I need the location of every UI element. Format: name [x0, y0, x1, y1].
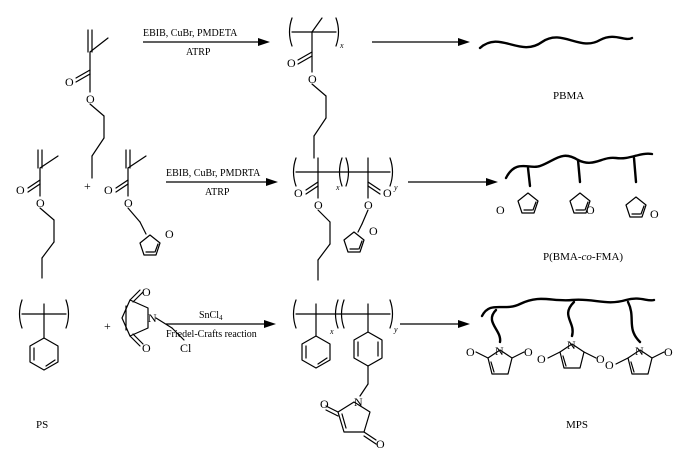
atom-o-furan-p2: O — [369, 224, 378, 238]
atom-o-ester-p2b: O — [364, 198, 373, 212]
pbma-chain — [478, 35, 634, 50]
atom-n-mps-c1: N — [495, 344, 504, 358]
atom-o-carbonyl-p2b: O — [383, 186, 392, 200]
subscript-x-3: x — [329, 327, 334, 336]
atom-cl: Cl — [180, 341, 192, 355]
atom-o-ester-p2a: O — [314, 198, 323, 212]
atom-o-furan-c1: O — [496, 203, 505, 217]
arrow-reaction-1 — [143, 38, 270, 46]
atom-o-maleimide-bottom: O — [142, 341, 151, 355]
plus-sign-3: + — [104, 319, 111, 333]
atom-o-ester-1: O — [86, 92, 95, 106]
atom-o-ester-p1: O — [308, 72, 317, 86]
fma-monomer — [115, 149, 161, 256]
atom-o-mps-a: O — [320, 397, 329, 411]
conditions-below-3: Friedel-Crafts reaction — [166, 329, 257, 340]
atom-n-mps-c2: N — [567, 338, 576, 352]
bma-monomer-2 — [27, 149, 59, 279]
conditions-below-2: ATRP — [205, 187, 230, 198]
subscript-y-3: y — [393, 325, 398, 334]
label-pbma: PBMA — [553, 90, 584, 102]
atom-n-mps-c3: N — [635, 344, 644, 358]
conditions-below-1: ATRP — [186, 47, 211, 58]
label-p-bma-co-fma: P(BMA-co-FMA) — [543, 251, 623, 263]
atom-o-mps-c1a: O — [466, 345, 475, 359]
pbma-repeat-unit — [288, 17, 340, 159]
n-chloromethyl-maleimide — [121, 289, 185, 347]
conditions-above-3: SnCl4 — [199, 310, 223, 322]
arrow-reaction-2 — [166, 178, 278, 186]
atom-o-furan-fma: O — [165, 227, 174, 241]
atom-o-mps-c3b: O — [664, 345, 673, 359]
label-mps: MPS — [566, 419, 588, 431]
atom-o-mps-c3a: O — [605, 358, 614, 372]
p-bma-co-fma-repeat-units — [292, 157, 394, 281]
atom-o-ester-fma: O — [124, 196, 133, 210]
arrow-to-pbma — [372, 38, 470, 46]
atom-o-carbonyl-2: O — [16, 183, 25, 197]
atom-n-maleimide: N — [148, 311, 157, 325]
subscript-x-2: x — [335, 183, 340, 192]
label-ps: PS — [36, 419, 48, 431]
atom-o-maleimide-top: O — [142, 285, 151, 299]
atom-o-ester-2: O — [36, 196, 45, 210]
atom-o-carbonyl-p2a: O — [294, 186, 303, 200]
subscript-x-1: x — [339, 41, 344, 50]
atom-o-furan-c3: O — [650, 207, 659, 221]
mps-chain — [475, 297, 665, 375]
bma-monomer-1 — [75, 29, 109, 179]
conditions-above-1: EBIB, CuBr, PMDETA — [143, 28, 238, 39]
atom-o-mps-b: O — [376, 437, 385, 451]
mps-repeat-units — [292, 299, 394, 445]
arrow-to-mps — [400, 320, 470, 328]
conditions-above-2: EBIB, CuBr, PMDRTA — [166, 168, 261, 179]
copolymer-chain — [504, 152, 654, 218]
atom-o-carbonyl-1: O — [65, 75, 74, 89]
atom-o-mps-c2a: O — [537, 352, 546, 366]
subscript-y-2: y — [393, 183, 398, 192]
polystyrene-unit — [18, 299, 70, 371]
atom-n-mps: N — [354, 395, 363, 409]
atom-o-furan-c2: O — [586, 203, 595, 217]
arrow-reaction-3 — [166, 320, 276, 328]
plus-sign-2: + — [84, 179, 91, 193]
atom-o-carbonyl-fma: O — [104, 183, 113, 197]
atom-o-mps-c2b: O — [596, 352, 605, 366]
atom-o-carbonyl-p1: O — [287, 56, 296, 70]
atom-o-mps-c1b: O — [524, 345, 533, 359]
arrow-to-copolymer — [408, 178, 498, 186]
